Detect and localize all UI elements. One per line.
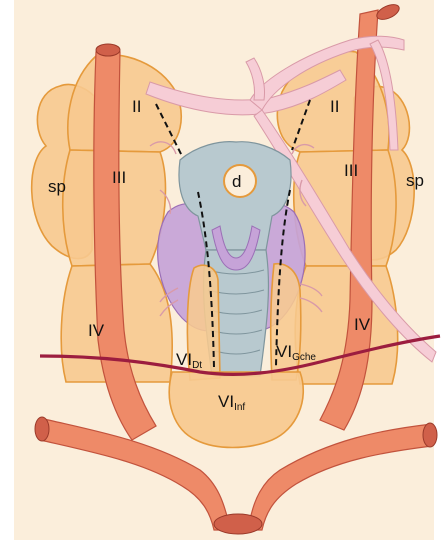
label-sp-right: sp bbox=[406, 171, 424, 190]
label-iv-left: IV bbox=[88, 321, 105, 340]
label-d: d bbox=[232, 172, 241, 191]
label-ii-right: II bbox=[330, 97, 339, 116]
label-sp-left: sp bbox=[48, 177, 66, 196]
label-iii-right: III bbox=[344, 161, 358, 180]
label-iii-left: III bbox=[112, 168, 126, 187]
label-ii-left: II bbox=[132, 97, 141, 116]
label-iv-right: IV bbox=[354, 315, 371, 334]
level-ii-left-zone bbox=[68, 55, 181, 152]
